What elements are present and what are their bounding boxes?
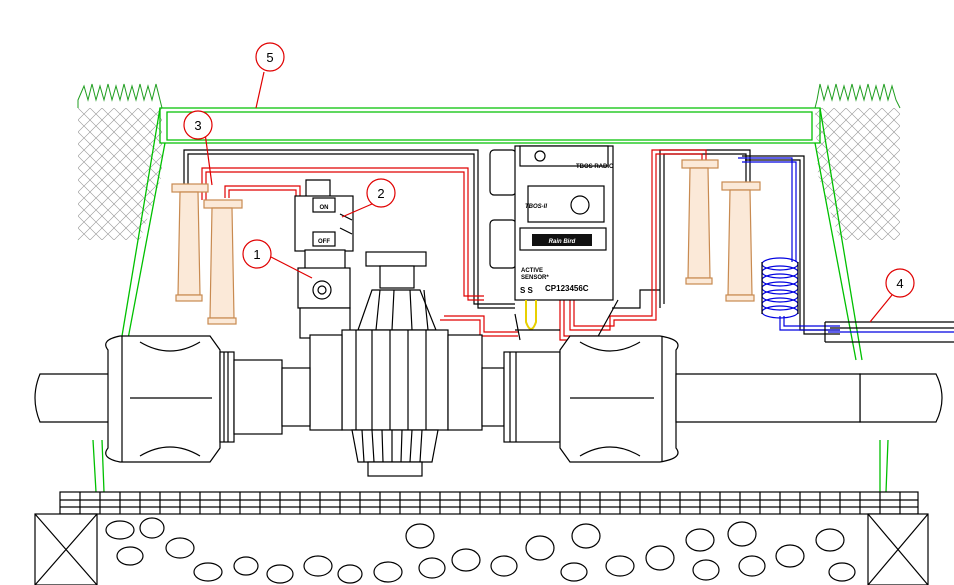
serial-label: CP123456C [545,284,589,293]
conduit [824,321,954,343]
wire-coil-icon [761,257,799,319]
callout-5: 5 [255,42,285,109]
solenoid-valve [297,249,351,339]
brand-label: Rain Bird [549,239,576,245]
callout-5-number: 5 [266,50,273,65]
on-off-solenoid: ON OFF [294,195,354,252]
wiring-red [201,149,707,341]
dbry-connectors-right [681,159,761,302]
callout-4: 4 [869,268,915,323]
brick-right [867,513,929,585]
callout-2-number: 2 [377,186,384,201]
grass-left-icon [77,83,163,109]
sensor-label-2: SENSOR* [521,275,549,281]
gravel-base [59,491,919,515]
brick-left [34,513,98,585]
gravel-stones [105,517,856,584]
valve-box [92,107,889,493]
main-valve [309,251,483,477]
pipe-right [859,373,943,423]
on-label: ON [320,205,329,211]
dbry-connectors-left [171,183,243,325]
soil-right [814,83,901,240]
callout-4-number: 4 [896,276,903,291]
callout-3: 3 [183,110,213,186]
sensor-label-1: ACTIVE [521,268,543,274]
pipe-left [34,373,121,423]
callout-3-number: 3 [194,118,201,133]
callout-1-number: 1 [253,247,260,262]
callout-1: 1 [242,239,313,279]
coupling-left [105,335,311,463]
radio-label: TBOS RADIO [576,164,614,170]
callout-2: 2 [341,178,396,218]
wiring-blue [738,157,840,331]
coupling-right [481,335,861,463]
soil-left [77,83,163,240]
ss-label: S S [520,286,534,295]
model-label: TBOS-II [525,204,547,210]
off-label: OFF [318,239,330,245]
controller: TBOS RADIO TBOS-II Rain Bird ACTIVE SENS… [489,145,619,341]
grass-right-icon [814,83,901,109]
